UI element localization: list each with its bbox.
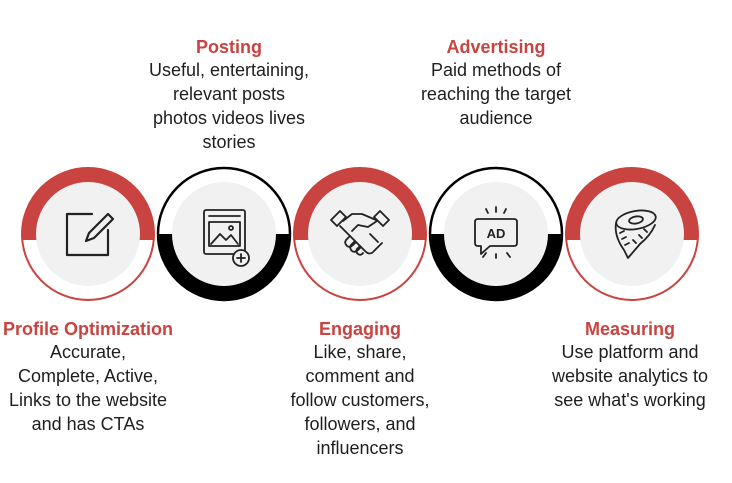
stage-circle-engaging	[293, 167, 427, 301]
stage-circle-advertising: AD	[428, 166, 564, 302]
stage-text-line: and has CTAs	[31, 414, 145, 434]
stage-text-line: audience	[459, 108, 533, 128]
stage-label-posting: Posting Useful, entertaining, relevant p…	[124, 36, 334, 154]
ad-speech-icon: AD	[474, 206, 518, 259]
stage-title: Engaging	[319, 319, 401, 339]
stage-title: Measuring	[584, 319, 676, 339]
stage-text-line: Accurate,	[49, 342, 127, 362]
image-add-icon	[203, 209, 250, 267]
stage-text-line: see what's working	[554, 390, 706, 410]
stage-text-line: Links to the website	[8, 390, 168, 410]
stage-text-line: comment and	[305, 366, 415, 386]
stage-text-line: Use platform and	[561, 342, 699, 362]
stage-text-line: photos videos lives	[152, 108, 306, 128]
stage-text-line: Paid methods of	[430, 60, 562, 80]
stage-text-line: followers, and	[304, 414, 416, 434]
measuring-tape-icon	[614, 209, 657, 259]
edit-icon	[65, 212, 115, 257]
stage-label-profile: Profile Optimization Accurate, Complete,…	[0, 318, 188, 436]
handshake-icon	[330, 210, 390, 256]
stage-text-line: website analytics to	[551, 366, 709, 386]
stage-title: Posting	[196, 37, 262, 57]
stage-text-line: Complete, Active,	[17, 366, 159, 386]
stage-text-line: relevant posts	[172, 84, 286, 104]
stage-circle-posting	[156, 166, 292, 302]
stage-text-line: Like, share,	[313, 342, 407, 362]
stage-label-engaging: Engaging Like, share, comment and follow…	[260, 318, 460, 460]
stage-text-line: follow customers,	[290, 390, 430, 410]
stage-text-line: reaching the target	[420, 84, 572, 104]
stage-text-line: influencers	[316, 438, 404, 458]
stage-circle-measuring	[565, 167, 699, 301]
stage-label-measuring: Measuring Use platform and website analy…	[532, 318, 728, 412]
stage-text-line: stories	[202, 132, 256, 152]
stage-title: Advertising	[446, 37, 546, 57]
stage-label-advertising: Advertising Paid methods of reaching the…	[396, 36, 596, 130]
stage-text-line: Useful, entertaining,	[148, 60, 310, 80]
stage-circle-profile	[21, 167, 155, 301]
stage-title: Profile Optimization	[2, 319, 173, 339]
ad-icon-text: AD	[487, 226, 506, 241]
